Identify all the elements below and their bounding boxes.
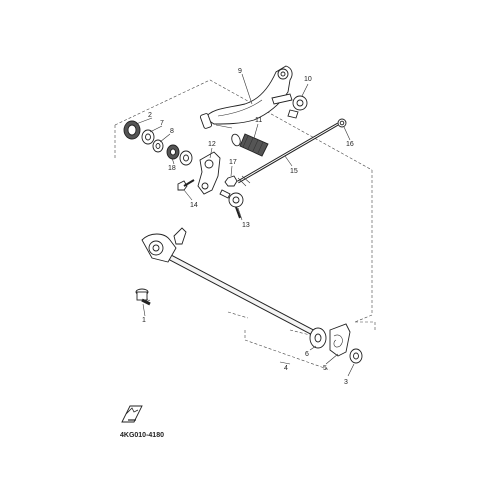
callout-17: 17 <box>229 159 237 166</box>
callout-13: 13 <box>242 222 250 229</box>
lower-rod-end-part <box>219 189 244 219</box>
nut-part <box>337 118 347 128</box>
callout-7: 7 <box>160 120 164 127</box>
callout-12: 12 <box>208 141 216 148</box>
rod-end-part <box>271 93 308 119</box>
washer-part <box>141 129 155 145</box>
circlip-part <box>152 139 164 153</box>
fwd-arrow-icon <box>121 405 143 423</box>
stopper-bolt-part <box>135 288 151 306</box>
shift-arm-part <box>197 151 221 195</box>
shaft-collar-part <box>309 327 327 349</box>
torsion-spring-part <box>329 323 351 357</box>
leader-lines <box>135 73 355 377</box>
shift-rod-part <box>237 122 339 187</box>
end-washer-part <box>349 348 363 364</box>
arm-nut-part <box>224 175 238 187</box>
callout-14: 14 <box>190 202 198 209</box>
callout-11: 11 <box>255 117 262 124</box>
callout-4: 4 <box>284 365 288 372</box>
rubber-grip-part <box>231 133 269 157</box>
bolt-part <box>177 179 195 191</box>
shift-shaft-part <box>141 227 314 335</box>
callout-18: 18 <box>168 165 176 172</box>
callout-8: 8 <box>170 128 174 135</box>
callout-15: 15 <box>290 168 298 175</box>
collar-part <box>166 144 193 166</box>
shift-pedal-part <box>199 65 293 129</box>
oil-seal-part <box>123 120 141 140</box>
callout-3: 3 <box>344 379 348 386</box>
callout-10: 10 <box>304 76 312 83</box>
callout-9: 9 <box>238 68 242 75</box>
callout-2: 2 <box>148 112 152 119</box>
callout-16: 16 <box>346 141 354 148</box>
diagram-code: 4KG010-4180 <box>120 432 164 439</box>
callout-5: 5 <box>323 365 327 372</box>
callout-1: 1 <box>142 317 146 324</box>
callout-6: 6 <box>305 351 309 358</box>
assembly-boundary <box>114 79 376 371</box>
